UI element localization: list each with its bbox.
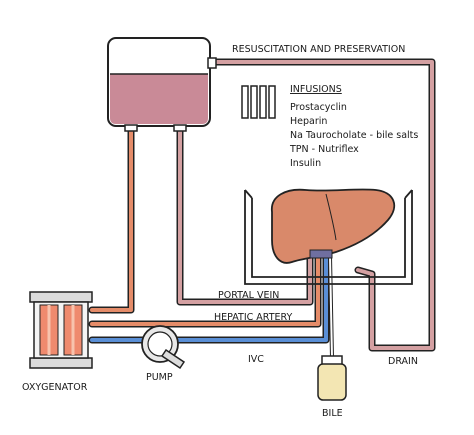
infusion-item: Insulin [290,158,321,169]
infusion-item: Heparin [290,116,327,127]
organ-basin [244,189,413,285]
infusion-item: Prostacyclin [290,102,347,113]
oxygenator-inflow-tube [88,124,135,314]
infusion-syringes-icon [241,85,276,119]
resuscitation-label: RESUSCITATION AND PRESERVATION [232,44,405,55]
oxygenator-label: OXYGENATOR [22,382,88,393]
infusion-item: Na Taurocholate - bile salts [290,130,418,141]
bile-label: BILE [322,408,343,419]
ivc-label: IVC [248,354,264,365]
bile-container-icon [317,355,347,401]
oxygenator-icon [29,291,93,369]
pump-label: PUMP [146,372,173,383]
pump-icon [141,325,186,370]
reservoir [107,37,217,132]
liver-icon [271,188,396,264]
infusion-item: TPN - Nutriflex [289,144,359,155]
drain-label: DRAIN [388,356,418,367]
hepatic-artery-label: HEPATIC ARTERY [214,312,292,323]
portal-vein-label: PORTAL VEIN [218,290,279,301]
tubing [88,58,436,360]
infusions-heading: INFUSIONS [290,84,342,95]
